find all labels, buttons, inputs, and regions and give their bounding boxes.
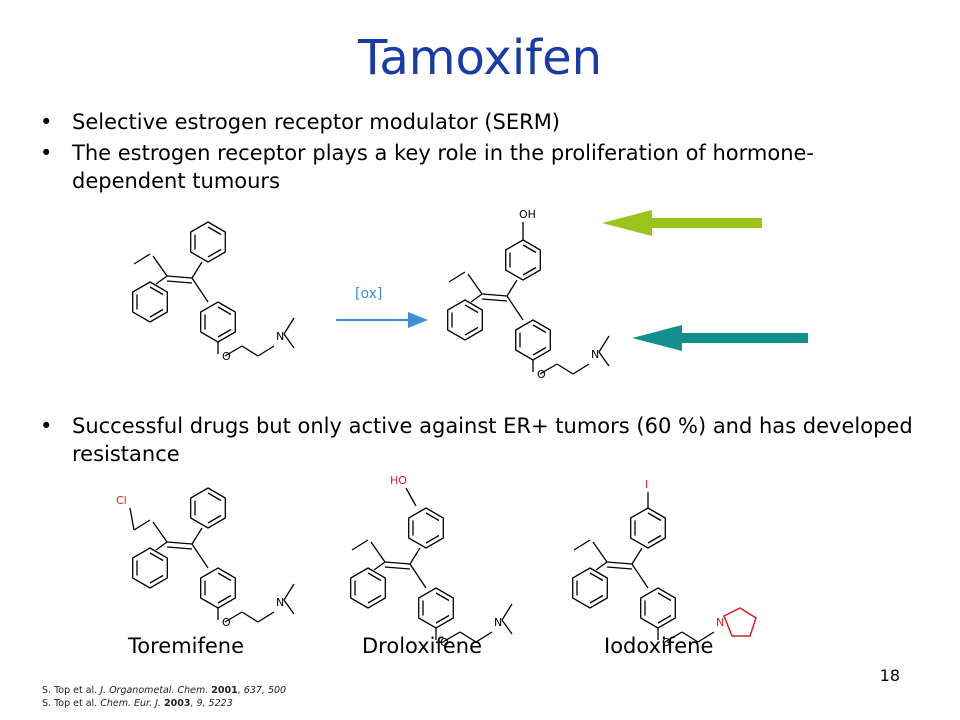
atom-n: N (591, 348, 599, 361)
atom-o: O (440, 636, 449, 649)
atom-n: N (276, 596, 284, 609)
atom-i: I (645, 478, 648, 491)
reaction-label: [ox] (355, 286, 382, 302)
atom-o: O (662, 636, 671, 649)
label-droloxifene: Droloxifene (362, 634, 483, 658)
toremifene-structure: Cl O N (116, 488, 295, 629)
reference-2: S. Top et al. Chem. Eur. J. 2003, 9, 522… (42, 698, 233, 709)
atom-n: N (716, 616, 724, 629)
label-iodoxifene: Iodoxifene (604, 634, 714, 658)
droloxifene-structure: HO O N (351, 474, 513, 649)
atom-n: N (276, 330, 284, 343)
bullet-resistance: Successful drugs but only active against… (40, 412, 920, 468)
slide-title: Tamoxifen (357, 30, 603, 86)
teal-arrow (632, 325, 808, 351)
bullet-list: Selective estrogen receptor modulator (S… (40, 108, 920, 198)
atom-cl: Cl (116, 494, 127, 507)
reference-1: S. Top et al. J. Organometal. Chem. 2001… (42, 685, 287, 696)
atom-o: O (222, 350, 231, 363)
hydroxytamoxifen-structure: OH O N (448, 208, 610, 381)
iodoxifene-structure: I O N (573, 478, 757, 649)
atom-oh: OH (519, 208, 536, 221)
atom-n: N (494, 616, 502, 629)
bullet-serm: Selective estrogen receptor modulator (S… (40, 108, 920, 136)
green-arrow (602, 210, 762, 236)
atom-o: O (537, 368, 546, 381)
pyrrolidine-ring (723, 607, 757, 637)
label-toremifene: Toremifene (128, 634, 245, 658)
references: S. Top et al. J. Organometal. Chem. 2001… (42, 684, 286, 710)
page-number: 18 (879, 666, 900, 685)
atom-o: O (222, 616, 231, 629)
bullet-list-second: Successful drugs but only active against… (40, 412, 920, 468)
atom-ho: HO (390, 474, 407, 487)
bullet-receptor: The estrogen receptor plays a key role i… (40, 139, 920, 195)
tamoxifen-structure: O N (133, 222, 295, 363)
